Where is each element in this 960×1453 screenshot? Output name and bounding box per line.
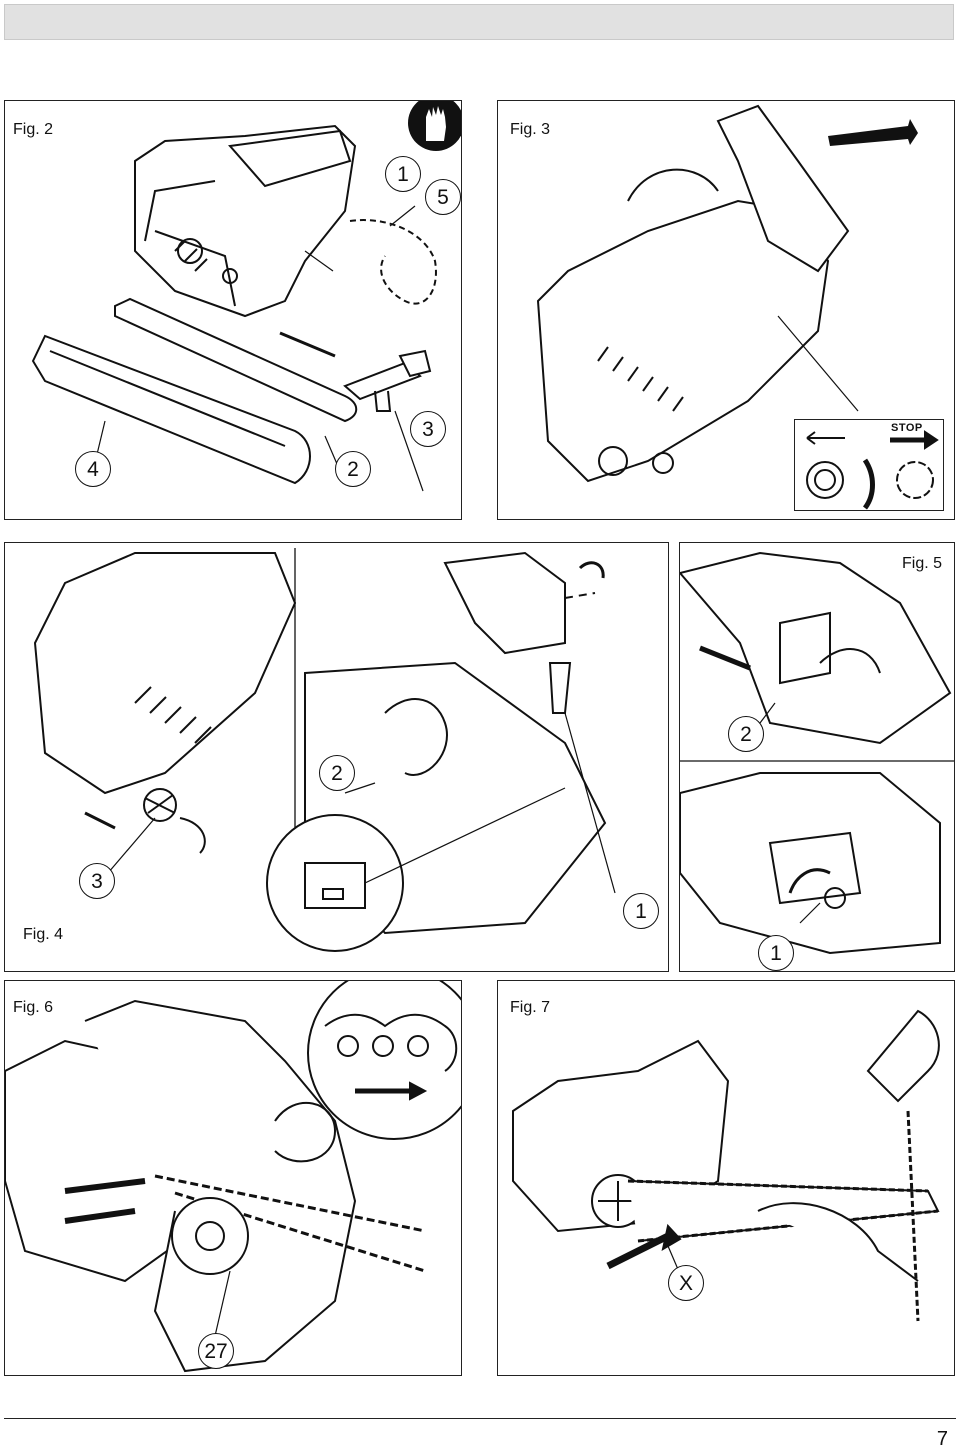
figure-4-label: Fig. 4 (23, 926, 64, 943)
callout-4: 4 (75, 451, 111, 487)
gloves-icon (408, 101, 461, 151)
figure-5-label: Fig. 5 (901, 555, 942, 572)
footer-rule (4, 1418, 956, 1419)
figure-7-label: Fig. 7 (510, 999, 551, 1016)
callout-5: 5 (425, 179, 461, 215)
figure-7-panel: Fig. 7 X (497, 980, 955, 1376)
page-number: 7 (936, 1428, 948, 1450)
figure-2-panel: Fig. 2 1 5 3 2 4 (4, 100, 462, 520)
callout-27: 27 (198, 1333, 234, 1369)
callout-3: 3 (79, 863, 115, 899)
figure-4-illustration (33, 548, 616, 952)
figure-5-panel: Fig. 5 2 1 (679, 542, 955, 972)
figure-3-illustration (536, 104, 918, 483)
callout-3: 3 (410, 411, 446, 447)
figure-2-illustration (31, 124, 437, 492)
figure-6-panel: Fig. 6 27 (4, 980, 462, 1376)
callout-2: 2 (319, 755, 355, 791)
callout-1: 1 (385, 156, 421, 192)
figure-6-illustration (5, 981, 461, 1373)
figure-7-illustration (512, 1009, 940, 1322)
callout-1: 1 (758, 935, 794, 971)
figure-6-label: Fig. 6 (13, 999, 54, 1016)
stop-label: STOP (891, 422, 923, 434)
figure-2-label: Fig. 2 (13, 121, 54, 138)
callout-2: 2 (335, 451, 371, 487)
header-bar (4, 4, 954, 40)
callout-x: X (668, 1265, 704, 1301)
callout-2: 2 (728, 716, 764, 752)
figure-4-panel: 3 2 1 Fig. 4 (4, 542, 669, 972)
figure-5-illustration (680, 551, 954, 955)
figure-3-label: Fig. 3 (510, 121, 551, 138)
rotation-stop-icon: STOP (794, 419, 944, 511)
figure-3-panel: Fig. 3 STOP (497, 100, 955, 520)
callout-1: 1 (623, 893, 659, 929)
